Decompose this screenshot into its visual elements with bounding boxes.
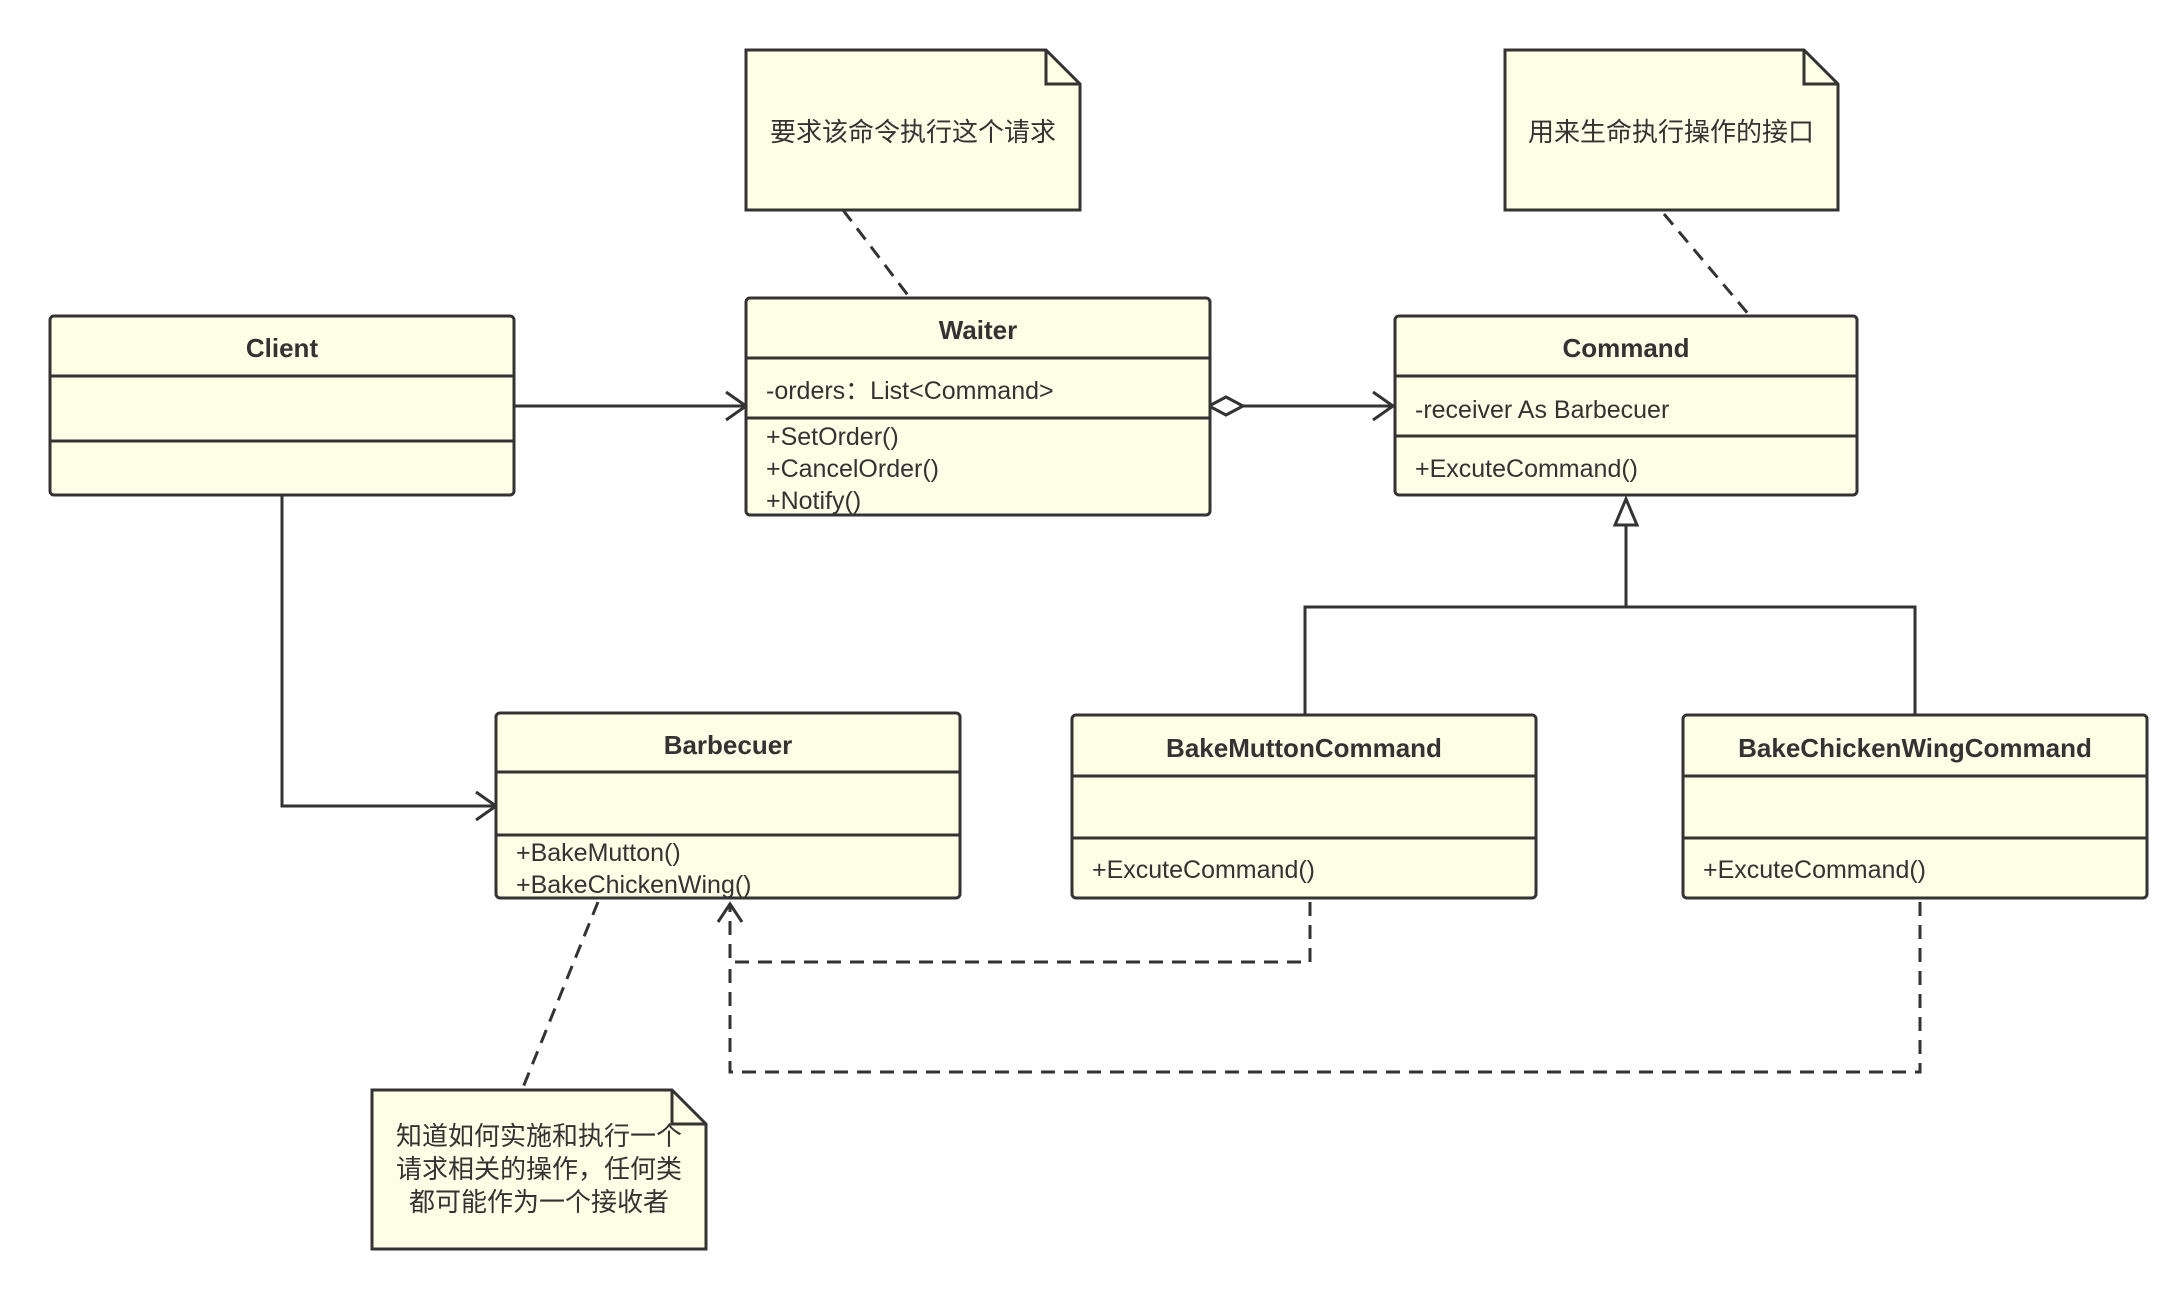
- command-method: +ExcuteCommand(): [1415, 455, 1638, 483]
- class-waiter[interactable]: Waiter -orders：List<Command> +SetOrder()…: [744, 296, 1212, 517]
- class-command[interactable]: Command -receiver As Barbecuer +ExcuteCo…: [1393, 314, 1859, 497]
- barbecuer-method: +BakeChickenWing(): [516, 871, 752, 899]
- bake-chicken-method: +ExcuteCommand(): [1703, 856, 1926, 884]
- waiter-method: +CancelOrder(): [766, 455, 939, 483]
- class-bake-chicken-name: BakeChickenWingCommand: [1738, 733, 2092, 763]
- command-note-anchor: [1662, 213, 1752, 317]
- class-bake-mutton-command[interactable]: BakeMuttonCommand +ExcuteCommand(): [1070, 713, 1538, 900]
- class-bake-chicken-wing-command[interactable]: BakeChickenWingCommand +ExcuteCommand(): [1681, 713, 2149, 900]
- class-barbecuer[interactable]: Barbecuer +BakeMutton() +BakeChickenWing…: [494, 711, 962, 900]
- note-command-text: 用来生命执行操作的接口: [1528, 117, 1814, 147]
- note-waiter-text: 要求该命令执行这个请求: [770, 117, 1056, 147]
- barbecuer-method: +BakeMutton(): [516, 839, 681, 867]
- waiter-method: +Notify(): [766, 487, 861, 515]
- chicken-barbecuer-dependency: [728, 902, 1922, 1074]
- note-barbecuer-line: 都可能作为一个接收者: [409, 1187, 669, 1217]
- class-waiter-name: Waiter: [939, 315, 1018, 345]
- note-barbecuer-line: 请求相关的操作，任何类: [396, 1154, 682, 1184]
- note-barbecuer-line: 知道如何实施和执行一个: [396, 1121, 682, 1151]
- class-command-name: Command: [1562, 333, 1689, 363]
- waiter-note-anchor: [841, 209, 912, 299]
- generalization-branch: [1303, 605, 1917, 718]
- note-waiter[interactable]: 要求该命令执行这个请求: [744, 48, 1082, 212]
- barbecuer-note-anchor: [520, 901, 600, 1091]
- mutton-barbecuer-dependency: [728, 902, 1312, 964]
- waiter-method: +SetOrder(): [766, 423, 899, 451]
- class-bake-mutton-name: BakeMuttonCommand: [1166, 733, 1442, 763]
- generalization-triangle: [1612, 495, 1640, 527]
- waiter-attribute: -orders：List<Command>: [766, 377, 1054, 405]
- waiter-command-arrowhead: [1372, 390, 1396, 422]
- note-command[interactable]: 用来生命执行操作的接口: [1503, 48, 1840, 212]
- aggregation-diamond: [1205, 395, 1247, 417]
- dependency-arrowhead: [716, 901, 744, 923]
- command-attribute: -receiver As Barbecuer: [1415, 396, 1669, 424]
- client-barbecuer-association: [280, 495, 496, 808]
- class-client-name: Client: [246, 333, 319, 363]
- class-barbecuer-name: Barbecuer: [664, 730, 793, 760]
- note-barbecuer[interactable]: 知道如何实施和执行一个 请求相关的操作，任何类 都可能作为一个接收者: [370, 1088, 708, 1251]
- class-client[interactable]: Client: [48, 314, 516, 497]
- bake-mutton-method: +ExcuteCommand(): [1092, 856, 1315, 884]
